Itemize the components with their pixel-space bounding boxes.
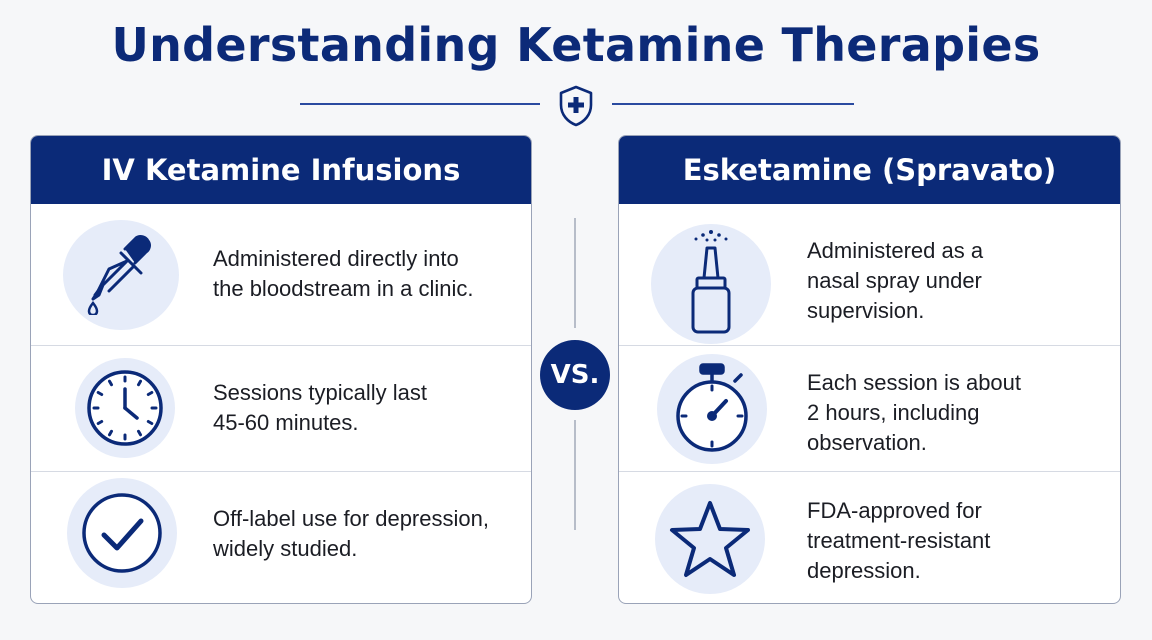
list-item: FDA-approved for treatment-resistant dep… <box>619 472 1120 603</box>
stopwatch-icon <box>657 354 767 464</box>
item-text: Administered as a nasal spray under supe… <box>807 238 984 323</box>
title-rule-left <box>300 103 540 105</box>
vs-divider-top <box>574 218 576 328</box>
shield-icon <box>559 85 593 127</box>
dropper-icon <box>63 220 179 330</box>
vs-badge: VS. <box>540 340 610 410</box>
row-divider <box>31 345 531 346</box>
item-text: FDA-approved for treatment-resistant dep… <box>807 498 991 583</box>
list-item: Off-label use for depression, widely stu… <box>31 472 531 603</box>
item-text: Sessions typically last 45-60 minutes. <box>213 380 427 435</box>
page-title: Understanding Ketamine Therapies <box>111 18 1041 72</box>
list-item: Administered as a nasal spray under supe… <box>619 204 1120 345</box>
esketamine-panel: Esketamine (Spravato) <box>618 135 1121 604</box>
list-item: Sessions typically last 45-60 minutes. <box>31 346 531 471</box>
row-divider <box>619 471 1120 472</box>
list-item: Administered directly into the bloodstre… <box>31 204 531 345</box>
clock-icon <box>75 358 175 458</box>
checkmark-icon <box>67 478 177 588</box>
item-text: Off-label use for depression, widely stu… <box>213 506 489 561</box>
title-rule-right <box>612 103 854 105</box>
row-divider <box>619 345 1120 346</box>
panel-title: IV Ketamine Infusions <box>31 136 531 204</box>
row-divider <box>31 471 531 472</box>
item-text: Administered directly into the bloodstre… <box>213 246 474 301</box>
vs-divider-bottom <box>574 420 576 530</box>
star-icon <box>655 484 765 594</box>
item-text: Each session is about 2 hours, including… <box>807 370 1022 455</box>
list-item: Each session is about 2 hours, including… <box>619 346 1120 471</box>
panel-title: Esketamine (Spravato) <box>619 136 1120 204</box>
iv-ketamine-panel: IV Ketamine Infusions Administered direc… <box>30 135 532 604</box>
nasal-spray-icon <box>651 224 771 344</box>
